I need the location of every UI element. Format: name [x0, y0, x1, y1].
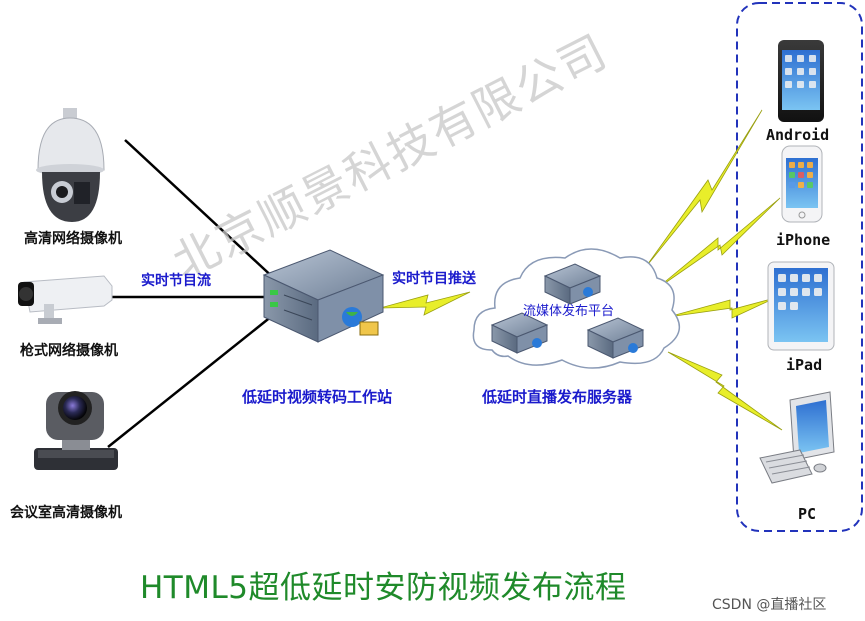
bullet-camera-label: 枪式网络摄像机: [20, 343, 118, 359]
lightning-workstation-cloud: [379, 291, 471, 316]
bullet-camera-icon: [18, 275, 113, 324]
ptz-camera-icon: [34, 391, 118, 470]
link-ptz: [107, 299, 293, 448]
client-group-border: [736, 2, 863, 532]
streaming-cloud-icon: [472, 248, 681, 369]
wireless-links: [379, 109, 783, 431]
client-label-pc: PC: [798, 505, 817, 523]
cloud-server-1: [543, 263, 602, 305]
cloud-server-3: [586, 317, 645, 359]
lightning-pc: [667, 351, 783, 431]
iphone-icon: [781, 145, 823, 223]
ptz-camera-label: 会议室高清摄像机: [10, 505, 122, 521]
cloud-platform-label: 流媒体发布平台: [523, 304, 615, 319]
client-label-ipad: iPad: [786, 356, 823, 374]
client-label-iphone: iPhone: [776, 231, 831, 249]
dome-camera-icon: [36, 108, 105, 222]
ipad-icon: [767, 261, 835, 351]
pc-icon: [759, 391, 835, 484]
diagram-title: HTML5超低延时安防视频发布流程: [140, 570, 627, 606]
cloud-server-2: [490, 312, 549, 354]
workstation-label: 低延时视频转码工作站: [242, 388, 393, 406]
camera-links: [107, 139, 293, 448]
live-stream-label: 实时节目流: [141, 273, 211, 289]
android-phone-icon: [778, 40, 824, 122]
lightning-iphone: [654, 197, 781, 291]
workstation-server-icon: [262, 249, 385, 343]
live-push-label: 实时节目推送: [392, 271, 476, 287]
lightning-ipad: [667, 297, 776, 319]
dome-camera-label: 高清网络摄像机: [24, 231, 122, 247]
server-label: 低延时直播发布服务器: [482, 388, 633, 406]
source-credit: CSDN @直播社区: [712, 597, 827, 613]
client-label-android: Android: [766, 126, 830, 144]
lightning-android: [644, 109, 763, 269]
link-dome: [124, 139, 293, 296]
